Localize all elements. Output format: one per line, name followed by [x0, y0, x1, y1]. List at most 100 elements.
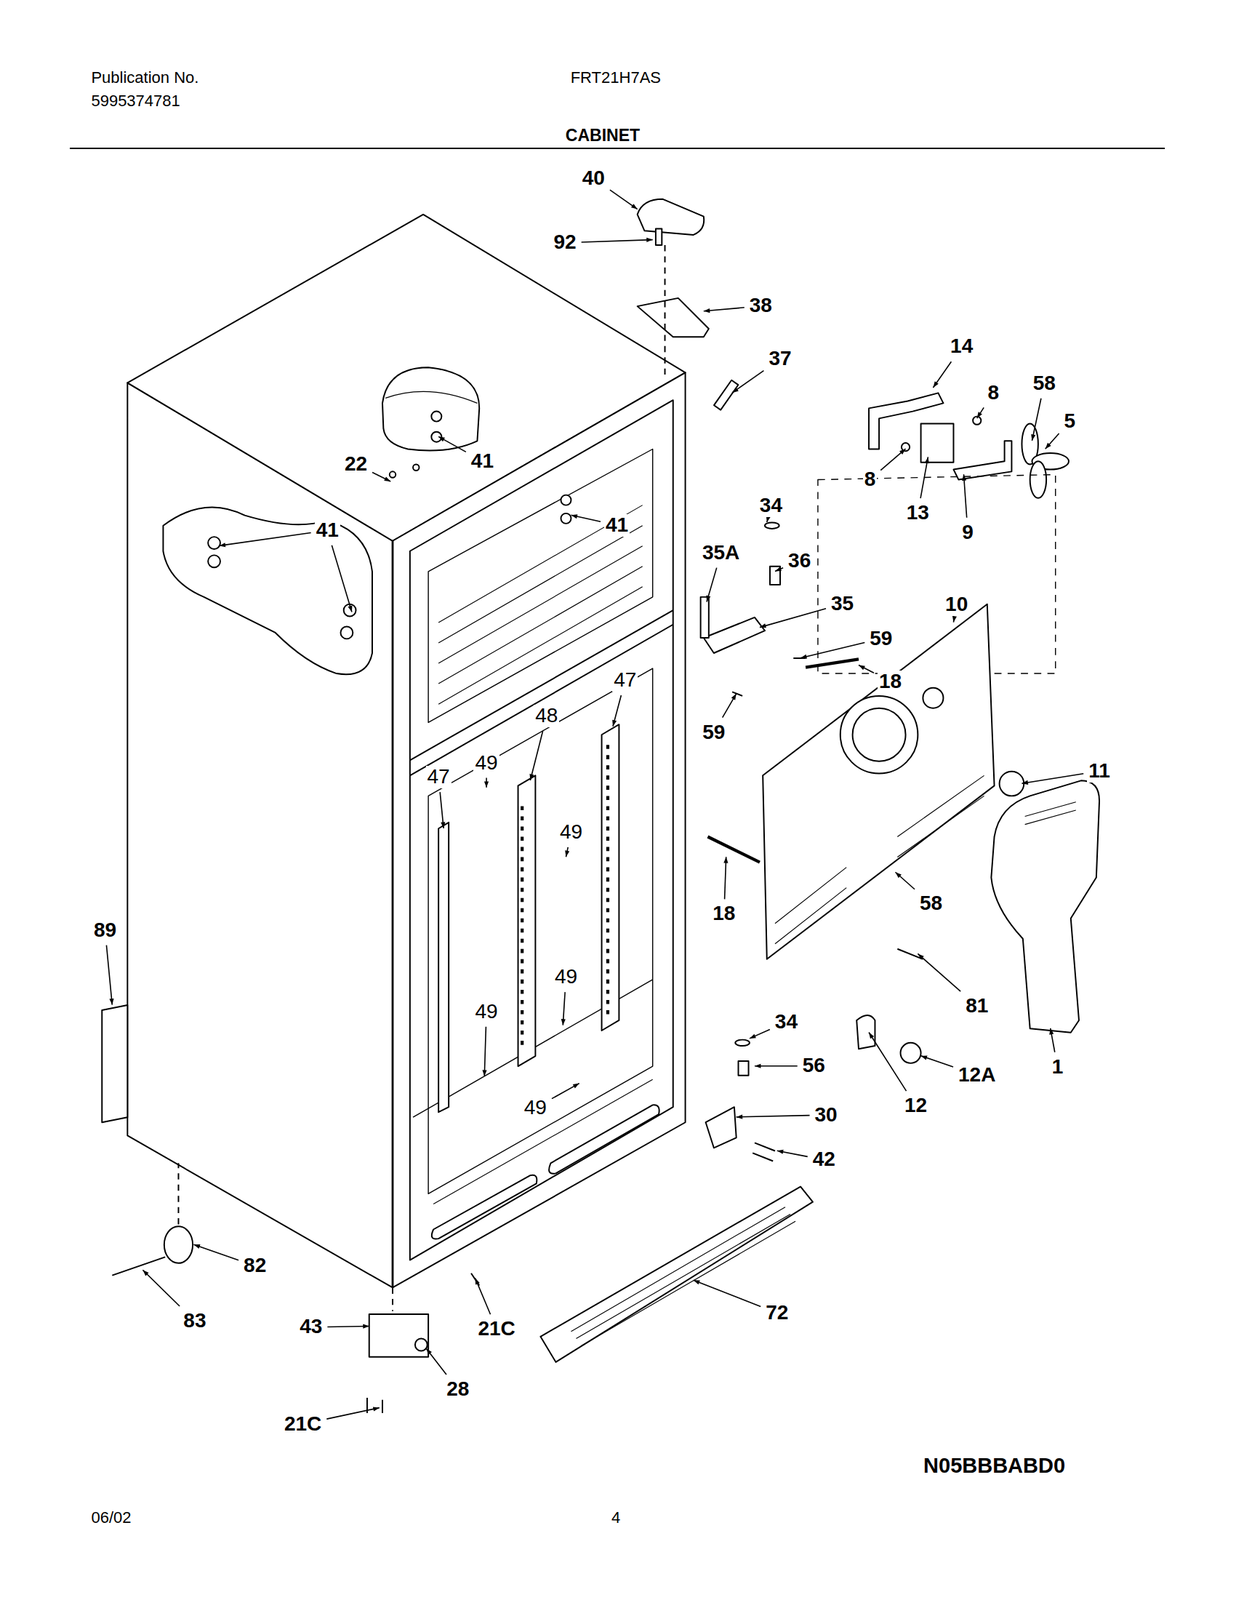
callout-number: 49 [522, 1096, 549, 1119]
header-text: 5995374781 [89, 92, 182, 110]
leader-arrowhead [1049, 1028, 1054, 1035]
leader-line [219, 532, 312, 547]
leader-arrowhead [754, 1063, 761, 1069]
leader-arrowhead [775, 566, 782, 571]
callout-number: 1 [1050, 1055, 1066, 1079]
leader-line [858, 665, 874, 674]
leader-arrowhead [475, 1278, 480, 1285]
top-hinge-parts [637, 199, 739, 411]
leader-arrowhead [917, 953, 924, 959]
leader-line [732, 370, 764, 393]
leader-arrowhead [732, 387, 739, 393]
header-text: Publication No. [89, 69, 200, 87]
callout-number: 41 [469, 450, 496, 473]
callout-number: 13 [905, 501, 931, 525]
leader-line [880, 448, 906, 470]
leader-line [484, 1026, 486, 1077]
leader-arrowhead [895, 871, 902, 878]
callout-number: 82 [242, 1254, 268, 1277]
leader-arrowhead [921, 1055, 928, 1061]
callout-number: 89 [92, 919, 118, 942]
callout-number: 41 [604, 514, 630, 537]
leader-line [932, 361, 951, 388]
leader-arrowhead [693, 1279, 701, 1284]
leader-line [749, 1028, 770, 1038]
callout-number: 83 [181, 1309, 208, 1332]
leader-arrowhead [899, 448, 906, 455]
callout-number: 11 [1086, 759, 1112, 783]
leader-line [977, 407, 984, 419]
leader-arrowhead [705, 595, 711, 603]
leader-arrowhead [142, 1269, 149, 1276]
leader-arrowhead [631, 203, 638, 209]
leader-line [551, 1083, 580, 1099]
leader-arrowhead [703, 308, 711, 313]
header-text: 06/02 [89, 1508, 133, 1527]
leader-arrowhead [440, 821, 445, 829]
leader-line [581, 239, 653, 243]
callout-number: 49 [473, 751, 499, 775]
leader-arrowhead [924, 456, 930, 464]
leader-arrowhead [736, 1114, 744, 1119]
leader-line [194, 1243, 240, 1260]
leader-line [722, 693, 737, 718]
leader-arrowhead [372, 1406, 380, 1411]
leader-arrowhead [529, 773, 534, 781]
leader-arrowhead [646, 237, 653, 243]
leader-arrowhead [383, 476, 391, 483]
leader-line [327, 1325, 369, 1328]
callout-number: 59 [868, 627, 894, 650]
callout-number: 49 [553, 965, 579, 989]
leader-arrowhead [572, 1083, 580, 1089]
callout-number: 14 [948, 335, 975, 358]
leader-arrowhead [109, 998, 114, 1005]
leader-arrowhead [749, 1033, 757, 1039]
callout-number: 5 [1062, 410, 1078, 433]
leader-arrowhead [977, 411, 983, 419]
rear-panel [762, 604, 994, 959]
cabinet-body [127, 214, 685, 1288]
leader-line [759, 608, 826, 628]
header-rule [69, 147, 1165, 150]
header-text: 4 [610, 1508, 622, 1527]
leader-line [868, 1031, 906, 1091]
callout-number: 35A [700, 541, 741, 565]
leader-arrowhead [612, 719, 617, 727]
callout-number: 28 [444, 1377, 471, 1401]
leader-arrowhead [731, 693, 737, 701]
leader-arrowhead [961, 474, 967, 481]
diagram-code: N05BBBABD0 [921, 1454, 1067, 1478]
leader-line [736, 1115, 810, 1117]
callout-number: 48 [533, 704, 560, 728]
leader-line [610, 189, 638, 209]
leader-line [106, 945, 112, 1005]
leader-arrowhead [561, 1018, 566, 1026]
leader-line [326, 1407, 380, 1419]
leader-line [724, 856, 727, 899]
leader-arrowhead [777, 1149, 784, 1154]
callout-number: 8 [863, 468, 878, 491]
leader-arrowhead [868, 1031, 874, 1039]
leader-line [917, 953, 961, 991]
leader-arrowhead [858, 665, 866, 671]
leader-arrowhead [362, 1323, 370, 1328]
callout-number: 49 [473, 1000, 499, 1023]
rails [438, 724, 619, 1112]
callout-number: 38 [748, 294, 774, 317]
leader-line [693, 1279, 761, 1306]
leader-arrowhead [484, 780, 489, 787]
leader-arrowhead [564, 849, 570, 857]
leader-line [1031, 398, 1041, 441]
leader-arrowhead [723, 856, 728, 864]
callout-number: 40 [580, 167, 607, 190]
leader-line [530, 730, 543, 781]
callout-number: 59 [700, 721, 727, 744]
callout-number: 34 [773, 1010, 800, 1034]
leader-arrowhead [194, 1243, 201, 1249]
callout-number: 9 [960, 521, 975, 544]
leader-arrowhead [438, 436, 445, 442]
callout-number: 12 [903, 1094, 929, 1117]
leader-arrowhead [932, 380, 938, 388]
callout-number: 36 [786, 549, 813, 573]
